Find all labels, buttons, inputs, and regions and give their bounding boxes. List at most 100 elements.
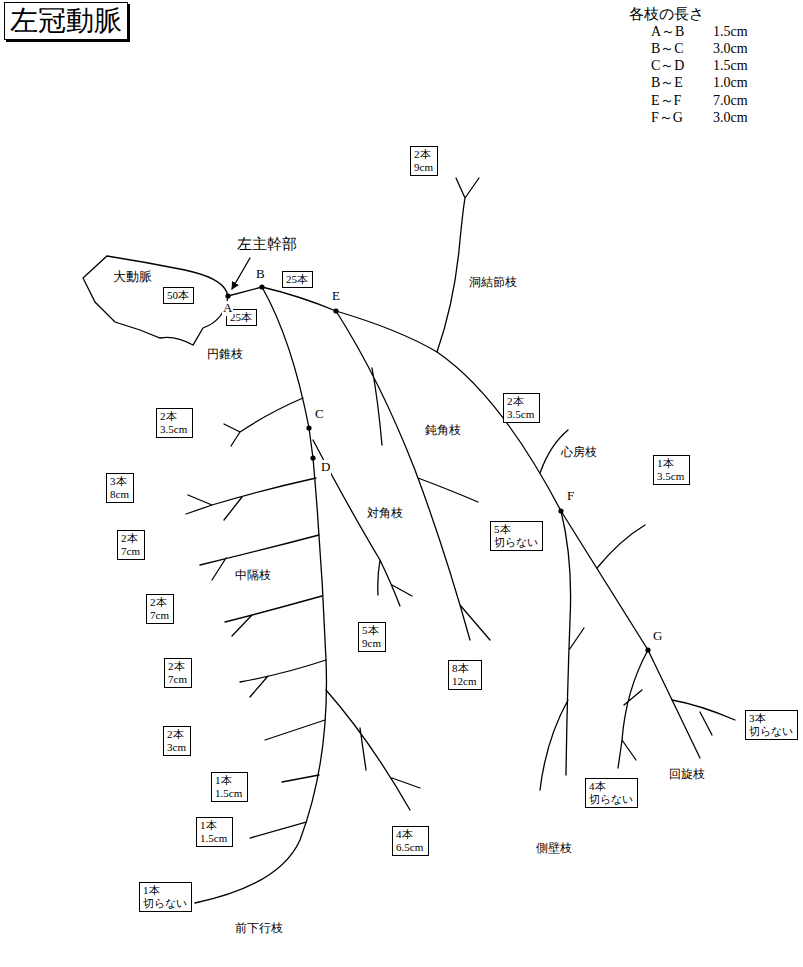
point-letter: B	[255, 267, 266, 282]
septal-branch	[240, 660, 326, 697]
count-text: 8本 12cm	[452, 662, 478, 687]
figure-title: 左冠動脈	[4, 2, 128, 40]
count-text: 1本 切らない	[143, 884, 188, 909]
septal-branch	[225, 596, 322, 636]
count-box: 1本 1.5cm	[211, 772, 248, 802]
branch-point	[259, 284, 264, 289]
count-text: 5本 9cm	[362, 624, 382, 649]
aorta-outline: 大動脈	[75, 250, 235, 350]
branch-name: 対角枝	[366, 507, 404, 521]
count-text: 2本 7cm	[150, 596, 170, 621]
count-text: 4本 6.5cm	[396, 828, 425, 853]
branch-name: 円錐枝	[206, 348, 244, 362]
count-box: 2本 3.5cm	[156, 408, 193, 438]
count-box: 8本 12cm	[448, 660, 482, 690]
diagonal-branch	[313, 440, 412, 606]
branch-name: 鈍角枝	[424, 424, 462, 438]
sinus-node-branch	[437, 178, 479, 352]
branch-point	[645, 647, 650, 652]
count-box: 1本 1.5cm	[196, 817, 233, 847]
count-text: 3本 8cm	[110, 475, 130, 500]
length-table-cell: 1.5cm	[712, 24, 749, 40]
count-box: 1本 3.5cm	[653, 455, 690, 485]
aorta-shape	[83, 256, 228, 345]
length-table-cell: C～D	[650, 58, 685, 74]
branch-point	[333, 308, 338, 313]
circumflex-distal-branch	[618, 650, 648, 768]
count-box: 4本 6.5cm	[392, 826, 429, 856]
leader-arrow	[232, 258, 250, 289]
point-letter: G	[652, 629, 663, 644]
count-box: 2本 7cm	[146, 594, 174, 624]
lateral-branch	[540, 511, 584, 790]
branch-point	[306, 425, 311, 430]
count-text: 2本 3cm	[167, 728, 187, 753]
obtuse-marginal-branch	[336, 311, 490, 640]
count-box: 4本 切らない	[585, 778, 638, 808]
point-letter: D	[320, 460, 331, 475]
length-table-cell: 3.0cm	[712, 110, 749, 126]
branch-name: 前下行枝	[234, 922, 284, 936]
count-box: 5本 切らない	[490, 521, 543, 551]
branch-name: 洞結節枝	[468, 276, 518, 290]
conus-branch	[224, 398, 303, 446]
point-letter: F	[566, 489, 575, 504]
branch-name: 回旋枝	[668, 768, 706, 782]
count-text: 2本 3.5cm	[160, 410, 189, 435]
septal-branch	[282, 775, 319, 782]
circumflex-distal-branch	[672, 700, 735, 735]
branch-point	[310, 455, 315, 460]
count-text: 3本 切らない	[749, 712, 794, 737]
count-text: 2本 7cm	[168, 660, 188, 685]
length-table-cell: 1.0cm	[712, 75, 749, 91]
length-table-cell: B～E	[650, 75, 684, 91]
count-box: 2本 7cm	[164, 658, 192, 688]
count-box: 5本 9cm	[358, 622, 386, 652]
vessel-name: 大動脈	[112, 268, 153, 286]
count-box: 25本	[282, 271, 313, 288]
count-box: 2本 3.5cm	[503, 393, 540, 423]
aorta-shape	[75, 250, 235, 350]
count-text: 4本 切らない	[589, 780, 634, 805]
count-text: 5本 切らない	[494, 523, 539, 548]
count-box: 2本 9cm	[410, 146, 438, 176]
length-table-cell: A～B	[650, 24, 685, 40]
point-letter: E	[331, 289, 341, 304]
branch-name: 側壁枝	[535, 842, 573, 856]
branch-name: 中隔枝	[234, 569, 272, 583]
count-text: 1本 1.5cm	[200, 819, 229, 844]
branch-point	[558, 508, 563, 513]
circumflex-branch	[336, 311, 700, 758]
point-letter: A	[222, 301, 233, 316]
length-table-cell: F～G	[650, 110, 684, 126]
count-box: 2本 7cm	[117, 530, 145, 560]
count-text: 50本	[167, 289, 190, 302]
septal-branch	[250, 822, 306, 838]
count-text: 25本	[230, 311, 253, 324]
count-box: 3本 8cm	[106, 473, 134, 503]
count-box: 2本 3cm	[163, 726, 191, 756]
count-text: 2本 3.5cm	[507, 395, 536, 420]
length-table-cell: 各枝の長さ	[628, 6, 705, 23]
septal-branch	[186, 478, 316, 520]
length-table-cell: 1.5cm	[712, 58, 749, 74]
count-text: 2本 7cm	[121, 532, 141, 557]
circumflex-side-branch	[597, 525, 645, 568]
count-box: 1本 切らない	[139, 882, 192, 912]
anterior-descending-side-branch	[326, 690, 420, 810]
point-letter: C	[314, 407, 325, 422]
branch-name: 左主幹部	[236, 236, 298, 253]
septal-branch	[265, 720, 325, 740]
count-text: 2本 9cm	[414, 148, 434, 173]
length-table-cell: E～F	[650, 93, 682, 109]
length-table-cell: B～C	[650, 41, 685, 57]
branch-name: 心房枝	[560, 446, 598, 460]
count-text: 1本 1.5cm	[215, 774, 244, 799]
count-text: 25本	[286, 273, 309, 286]
count-box: 3本 切らない	[745, 710, 798, 740]
length-table-cell: 3.0cm	[712, 41, 749, 57]
length-table-cell: 7.0cm	[712, 93, 749, 109]
count-box: 50本	[163, 287, 194, 304]
count-text: 1本 3.5cm	[657, 457, 686, 482]
